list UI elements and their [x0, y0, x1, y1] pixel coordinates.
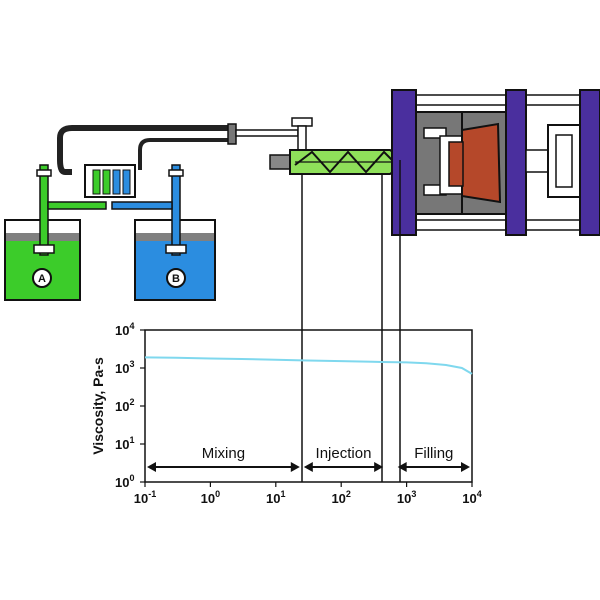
hose-coupling	[227, 123, 237, 145]
feed-valve	[291, 117, 313, 127]
x-tick-label: 100	[201, 489, 220, 506]
x-tick-base: 10	[331, 491, 345, 506]
y-tick-base: 10	[115, 475, 129, 490]
x-tick-label: 10-1	[134, 489, 156, 506]
y-tick-exp: 0	[129, 473, 134, 483]
process-regions: Mixing Injection Filling	[147, 445, 470, 472]
y-tick-exp: 4	[129, 321, 134, 331]
region-arrow-head-right	[461, 462, 470, 472]
tank-b-badge	[166, 268, 186, 288]
x-tick-label: 104	[462, 489, 481, 506]
y-tick-base: 10	[115, 323, 129, 338]
tank-a-badge	[32, 268, 52, 288]
region-label: Filling	[414, 445, 453, 462]
y-tick-label: 103	[115, 359, 134, 376]
y-tick-base: 10	[115, 437, 129, 452]
mold-cavity	[461, 122, 502, 204]
x-tick-exp: 0	[215, 489, 220, 499]
tank-a: A	[4, 164, 81, 301]
region-label: Injection	[316, 445, 372, 462]
rear-platen	[579, 89, 600, 236]
fixed-platen	[391, 89, 417, 236]
region-arrow-head-right	[290, 462, 300, 472]
y-tick-exp: 1	[129, 435, 134, 445]
x-tick-base: 10	[397, 491, 411, 506]
x-tick-base: 10	[134, 491, 148, 506]
region-arrow-head-left	[397, 462, 407, 472]
region-label: Mixing	[202, 445, 245, 462]
feed-hose	[57, 125, 230, 175]
x-tick-exp: 1	[281, 489, 286, 499]
region-arrow-head-right	[374, 462, 384, 472]
injection-screw-icon	[294, 150, 393, 174]
tank-a-label: A	[38, 273, 46, 285]
clamp-unit	[391, 89, 600, 236]
static-mixer	[84, 164, 136, 198]
x-tick-label: 101	[266, 489, 285, 506]
x-tick-exp: 3	[411, 489, 416, 499]
y-axis-label: Viscosity, Pa-s	[90, 357, 106, 455]
viscosity-curve	[144, 356, 473, 375]
x-tick-label: 103	[397, 489, 416, 506]
x-tick-base: 10	[462, 491, 476, 506]
y-tick-base: 10	[115, 361, 129, 376]
y-tick-exp: 3	[129, 359, 134, 369]
x-tick-exp: -1	[148, 489, 156, 499]
region-arrow-head-left	[303, 462, 313, 472]
machine-schematic: A B	[4, 89, 600, 482]
injection-unit	[269, 149, 410, 175]
x-tick-label: 102	[331, 489, 350, 506]
y-tick-base: 10	[115, 399, 129, 414]
tank-b: B	[134, 164, 216, 301]
x-tick-exp: 2	[346, 489, 351, 499]
x-tick-exp: 4	[477, 489, 482, 499]
y-tick-label: 100	[115, 473, 134, 490]
y-tick-label: 101	[115, 435, 134, 452]
tank-b-label: B	[172, 273, 180, 285]
process-guide-lines	[301, 160, 401, 482]
y-tick-exp: 2	[129, 397, 134, 407]
x-tick-base: 10	[201, 491, 215, 506]
y-tick-label: 102	[115, 397, 134, 414]
region-arrow-head-left	[147, 462, 156, 472]
feed-pipes	[47, 201, 173, 210]
x-tick-base: 10	[266, 491, 280, 506]
y-tick-label: 104	[115, 321, 134, 338]
moving-platen	[505, 89, 527, 236]
